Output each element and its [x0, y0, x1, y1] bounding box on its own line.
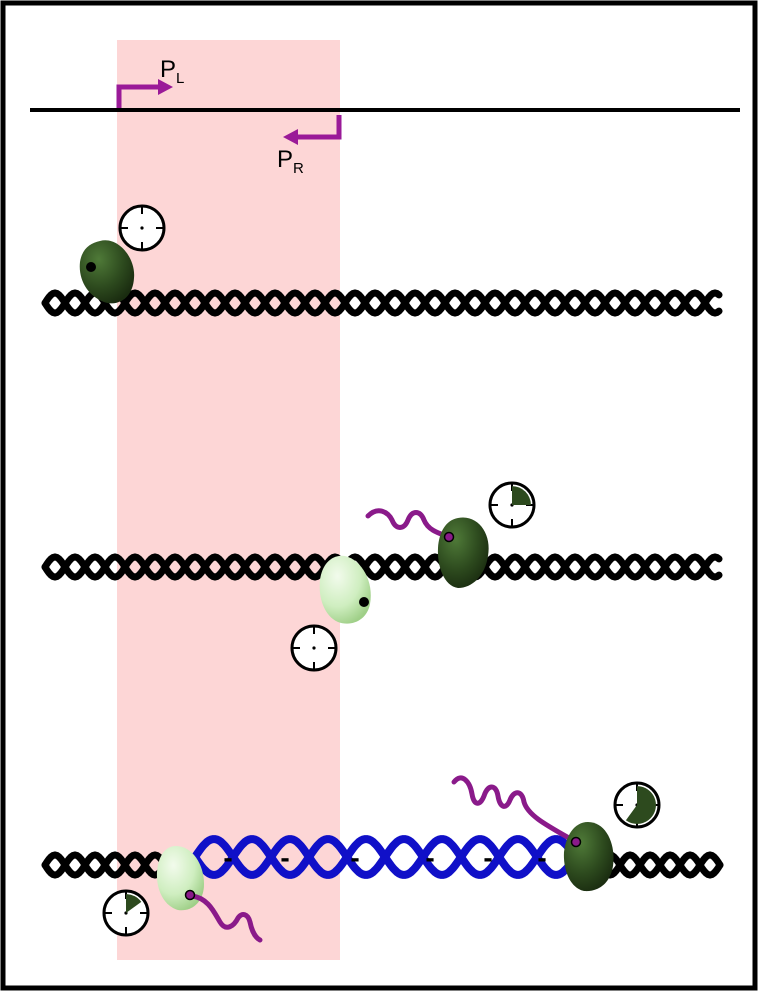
- dna-double-helix: [41, 289, 723, 317]
- promoter-map: PL PR: [30, 56, 740, 177]
- clock-progress-wedge: [512, 486, 531, 505]
- clock-progress-wedge: [126, 894, 142, 913]
- negative-charge-icon: -: [425, 842, 434, 873]
- promoter-left-label: PL: [160, 56, 184, 87]
- timer-clock-icon: [488, 481, 536, 529]
- negative-charge-icon: -: [223, 842, 232, 873]
- timer-clock-icon: [290, 624, 338, 672]
- dna-double-helix: [41, 553, 723, 581]
- promoter-left-arrow-icon: [116, 79, 173, 108]
- rna-polymerase-icon: [437, 517, 489, 588]
- negative-charge-icon: -: [350, 842, 359, 873]
- dna-strand: [596, 851, 724, 879]
- panel-binding: [41, 204, 723, 317]
- negative-charge-icon: -: [537, 842, 546, 873]
- clock-progress-wedge: [625, 786, 656, 824]
- promoter-overlap-region: [117, 40, 340, 960]
- dna-strand: [41, 851, 173, 879]
- dna-strand: [191, 835, 589, 879]
- promoter-right-label: PR: [277, 146, 304, 177]
- dna-double-helix: [41, 851, 724, 879]
- dna-strand: [191, 835, 589, 879]
- panel-supercoiling: ------: [41, 775, 724, 943]
- rna-transcript-icon: [365, 508, 452, 540]
- negative-charge-icon: -: [280, 842, 289, 873]
- rna-polymerase-icon: [79, 240, 135, 304]
- rna-exit-site: [184, 889, 196, 901]
- timer-clock-icon: [102, 889, 150, 937]
- supercoiled-dna: [191, 835, 589, 879]
- rna-polymerase-icon: [563, 822, 614, 892]
- rna-transcript-icon: [189, 893, 263, 943]
- rna-polymerase-icon: [319, 555, 371, 624]
- dna-strand: [41, 289, 723, 317]
- timer-clock-icon: [613, 781, 661, 829]
- promoter-right-arrow-icon: [283, 115, 342, 145]
- dna-strand: [41, 553, 723, 581]
- panel-transcription: [41, 481, 723, 672]
- timer-clock-icon: [118, 204, 166, 252]
- rna-transcript-icon: [451, 775, 579, 845]
- negative-charge-icon: -: [483, 842, 492, 873]
- negative-charge-markers: ------: [223, 842, 546, 873]
